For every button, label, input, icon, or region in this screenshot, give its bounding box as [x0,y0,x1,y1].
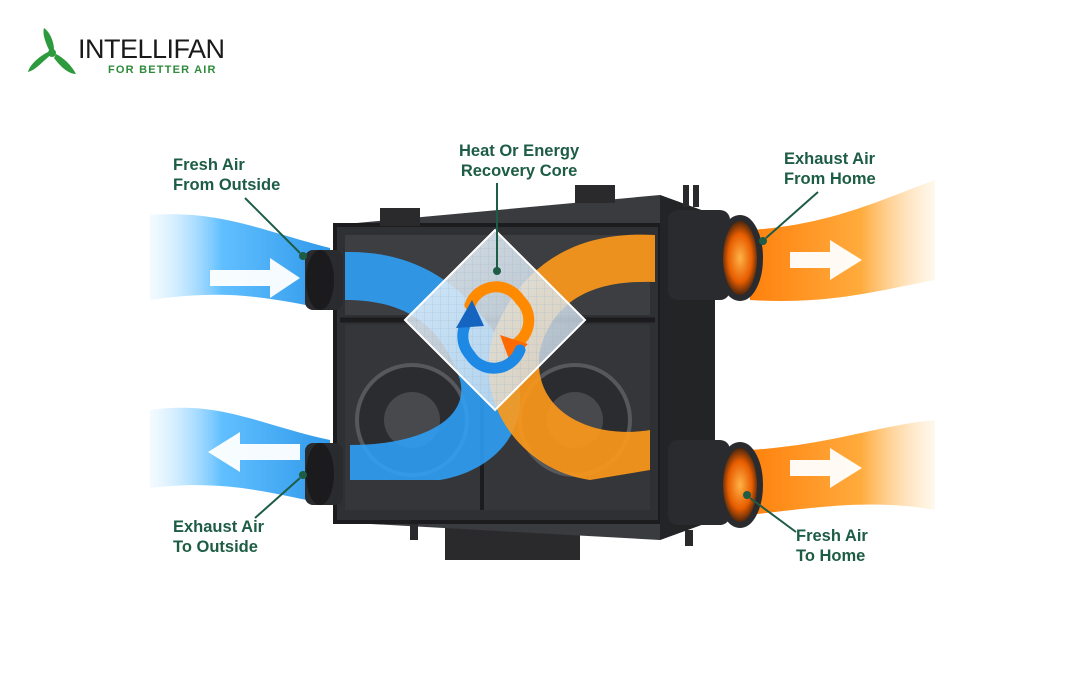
label-line: Heat Or Energy [459,142,580,160]
brand-name: INTELLIFAN [78,34,225,64]
duct-ports [305,210,763,528]
label-line: To Home [796,547,866,565]
label-fresh-air-to-home: Fresh Air To Home [796,526,868,566]
brand-logo[interactable]: INTELLIFAN FOR BETTER AIR [26,26,226,82]
label-line: From Home [784,170,876,188]
label-fresh-air-from-outside: Fresh Air From Outside [173,155,280,195]
brand-tagline: FOR BETTER AIR [108,64,217,76]
label-exhaust-air-from-home: Exhaust Air From Home [784,149,876,189]
label-recovery-core: Heat Or Energy Recovery Core [459,141,579,181]
label-line: Fresh Air [796,527,868,545]
fan-icon [28,28,76,74]
label-exhaust-air-to-outside: Exhaust Air To Outside [173,517,264,557]
label-line: Recovery Core [460,162,578,180]
label-line: Exhaust Air [784,150,876,168]
fresh-supply-stream [750,420,935,515]
label-line: From Outside [173,176,281,194]
heat-exchange-arrows-icon [456,281,535,374]
label-line: To Outside [173,538,258,556]
recovery-core [403,228,587,412]
exhaust-inlet-stream [750,180,935,301]
label-line: Fresh Air [173,156,245,174]
label-line: Exhaust Air [173,518,265,536]
exhaust-outlet-stream [150,407,330,505]
label-leaders [244,183,819,533]
fresh-air-inlet-stream [150,214,330,310]
